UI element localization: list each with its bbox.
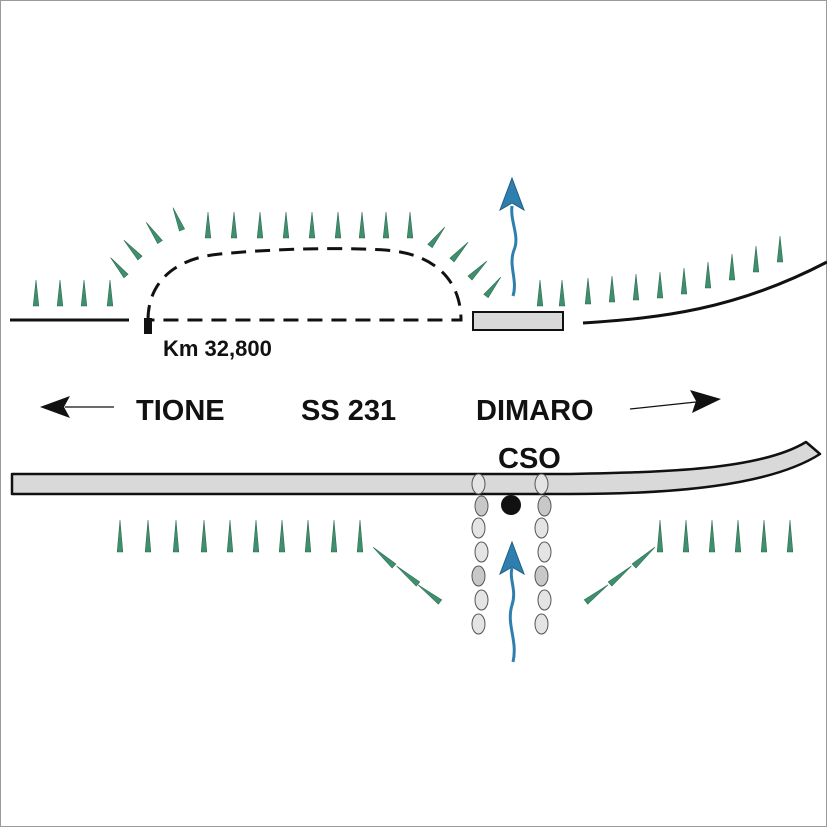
slope-tick — [752, 245, 760, 273]
slope-tick — [786, 519, 794, 553]
culvert-boulder-walls — [471, 473, 552, 635]
slope-tick — [682, 519, 690, 553]
boulder — [534, 565, 549, 587]
slope-tick — [110, 257, 129, 279]
slope-tick — [632, 273, 640, 301]
slope-tick — [226, 519, 234, 553]
slope-tick — [32, 279, 40, 307]
km-marker-post — [144, 318, 152, 334]
slope-tick — [449, 241, 469, 263]
slope-tick — [728, 253, 736, 281]
arrow-right-icon — [690, 390, 721, 413]
arrow-left-icon — [40, 396, 70, 418]
slope-tick — [304, 519, 312, 553]
slope-tick — [308, 211, 316, 239]
slope-tick — [256, 211, 264, 239]
slope-tick — [680, 267, 688, 295]
dashed-bypass — [146, 247, 463, 322]
slope-tick — [406, 211, 414, 239]
slope-tick — [607, 565, 632, 587]
slope-tick — [200, 519, 208, 553]
slope-tick — [396, 565, 421, 587]
boulder — [537, 541, 552, 563]
slope-tick — [558, 279, 566, 307]
slope-tick — [656, 519, 664, 553]
slope-tick — [776, 235, 784, 263]
slope-tick — [106, 279, 114, 307]
upper-edge-right — [582, 260, 827, 325]
slope-tick — [536, 279, 544, 307]
slope-tick — [230, 211, 238, 239]
slope-tick — [483, 276, 502, 299]
slope-tick — [708, 519, 716, 553]
slope-tick — [372, 547, 397, 569]
slope-tick — [656, 271, 664, 299]
road-band — [10, 440, 822, 496]
slope-tick — [467, 260, 488, 281]
boulder — [471, 517, 486, 539]
slope-tick — [608, 275, 616, 303]
slope-tick — [252, 519, 260, 553]
slope-tick — [358, 211, 366, 239]
slope-tick — [282, 211, 290, 239]
slope-tick — [704, 261, 712, 289]
lower-embankment-ticks — [116, 519, 794, 605]
station-label: CSO — [498, 443, 561, 475]
slope-tick — [145, 222, 163, 245]
boulder — [474, 589, 489, 611]
destination-right-label: DIMARO — [476, 395, 594, 427]
slope-tick — [631, 547, 656, 569]
boulder — [534, 473, 549, 495]
flow-arrow-icon — [499, 176, 525, 212]
arrow-right-shaft — [629, 401, 697, 410]
slope-tick — [734, 519, 742, 553]
slope-tick — [584, 277, 592, 305]
slope-tick — [427, 226, 446, 249]
slope-tick — [356, 519, 364, 553]
upper-flow-arrow — [499, 176, 525, 297]
boulder — [471, 565, 486, 587]
slope-tick — [172, 519, 180, 553]
slope-tick — [334, 211, 342, 239]
slope-tick — [80, 279, 88, 307]
slope-tick — [172, 207, 186, 232]
slope-tick — [382, 211, 390, 239]
boulder — [534, 517, 549, 539]
destination-left-label: TIONE — [136, 395, 225, 427]
slope-tick — [204, 211, 212, 239]
boulder — [474, 495, 489, 517]
station-dot-icon — [501, 495, 521, 515]
upper-flow-arrow-shaft — [510, 205, 518, 297]
upper-culvert-slab — [472, 311, 564, 331]
slope-tick — [330, 519, 338, 553]
km-label: Km 32,800 — [163, 336, 272, 361]
direction-left — [40, 396, 114, 418]
boulder — [474, 541, 489, 563]
boulder — [471, 473, 486, 495]
slope-tick — [144, 519, 152, 553]
lower-flow-arrow-shaft — [508, 567, 516, 663]
lower-flow-arrow — [499, 540, 525, 663]
slope-tick — [123, 239, 143, 261]
direction-right — [629, 390, 721, 413]
slope-tick — [583, 584, 609, 605]
slope-tick — [278, 519, 286, 553]
boulder — [537, 589, 552, 611]
flow-arrow-icon-lower — [499, 540, 525, 576]
slope-tick — [417, 584, 443, 605]
slope-tick — [760, 519, 768, 553]
road-name-label: SS 231 — [301, 395, 396, 427]
slope-tick — [56, 279, 64, 307]
boulder — [534, 613, 549, 635]
boulder — [471, 613, 486, 635]
upper-embankment-ticks — [32, 207, 784, 307]
slope-tick — [116, 519, 124, 553]
boulder — [537, 495, 552, 517]
